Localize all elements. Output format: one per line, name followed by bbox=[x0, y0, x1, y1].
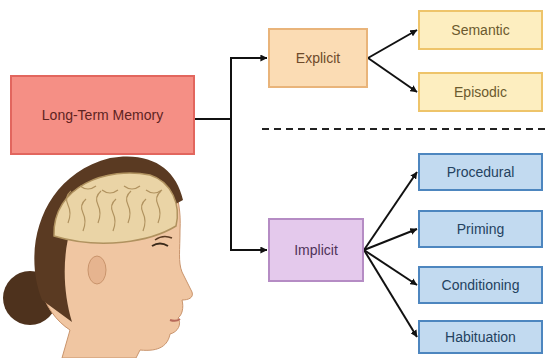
eyebrow bbox=[155, 236, 172, 240]
type-box: Episodic bbox=[418, 72, 543, 112]
hair bbox=[34, 156, 183, 322]
node-label: Procedural bbox=[447, 164, 515, 181]
node-label: Habituation bbox=[445, 329, 516, 346]
divider-line bbox=[262, 128, 545, 130]
memory-box: Long-Term Memory bbox=[10, 75, 195, 155]
eye bbox=[152, 244, 168, 247]
category-box: Explicit bbox=[268, 28, 368, 88]
ear bbox=[88, 256, 106, 284]
brain-fold bbox=[102, 190, 118, 193]
node-label: Explicit bbox=[296, 50, 340, 67]
type-box: Semantic bbox=[418, 10, 543, 50]
connector-arrow bbox=[368, 30, 417, 58]
head-illustration bbox=[3, 156, 192, 358]
node-label: Conditioning bbox=[442, 277, 520, 294]
connector-arrow bbox=[364, 229, 417, 250]
type-box: Habituation bbox=[418, 320, 543, 354]
brain-fold bbox=[112, 199, 116, 231]
node-label: Priming bbox=[457, 221, 504, 238]
brain-fold bbox=[127, 191, 131, 223]
connector-arrow bbox=[364, 172, 417, 250]
node-label: Long-Term Memory bbox=[42, 107, 163, 124]
brain-fold bbox=[97, 191, 101, 223]
type-box: Conditioning bbox=[418, 266, 543, 304]
type-box: Procedural bbox=[418, 153, 543, 191]
node-label: Implicit bbox=[294, 242, 338, 259]
brain-fold bbox=[124, 186, 140, 189]
brain-folds bbox=[67, 186, 162, 231]
type-box: Priming bbox=[418, 210, 543, 248]
brain-fold bbox=[157, 191, 161, 223]
lips bbox=[170, 319, 180, 321]
node-label: Episodic bbox=[454, 84, 507, 101]
node-label: Semantic bbox=[451, 22, 509, 39]
connector-arrow bbox=[195, 58, 267, 119]
brain-fold bbox=[146, 190, 162, 193]
category-box: Implicit bbox=[268, 218, 364, 282]
brain-fold bbox=[142, 199, 146, 231]
connector-arrow bbox=[368, 58, 417, 92]
brain bbox=[54, 173, 177, 243]
brain-fold bbox=[67, 191, 71, 223]
brain-fold bbox=[80, 186, 96, 189]
connector-arrow bbox=[364, 250, 417, 337]
connector-arrow bbox=[195, 119, 267, 250]
brain-fold bbox=[82, 199, 86, 231]
connector-arrow bbox=[364, 250, 417, 285]
